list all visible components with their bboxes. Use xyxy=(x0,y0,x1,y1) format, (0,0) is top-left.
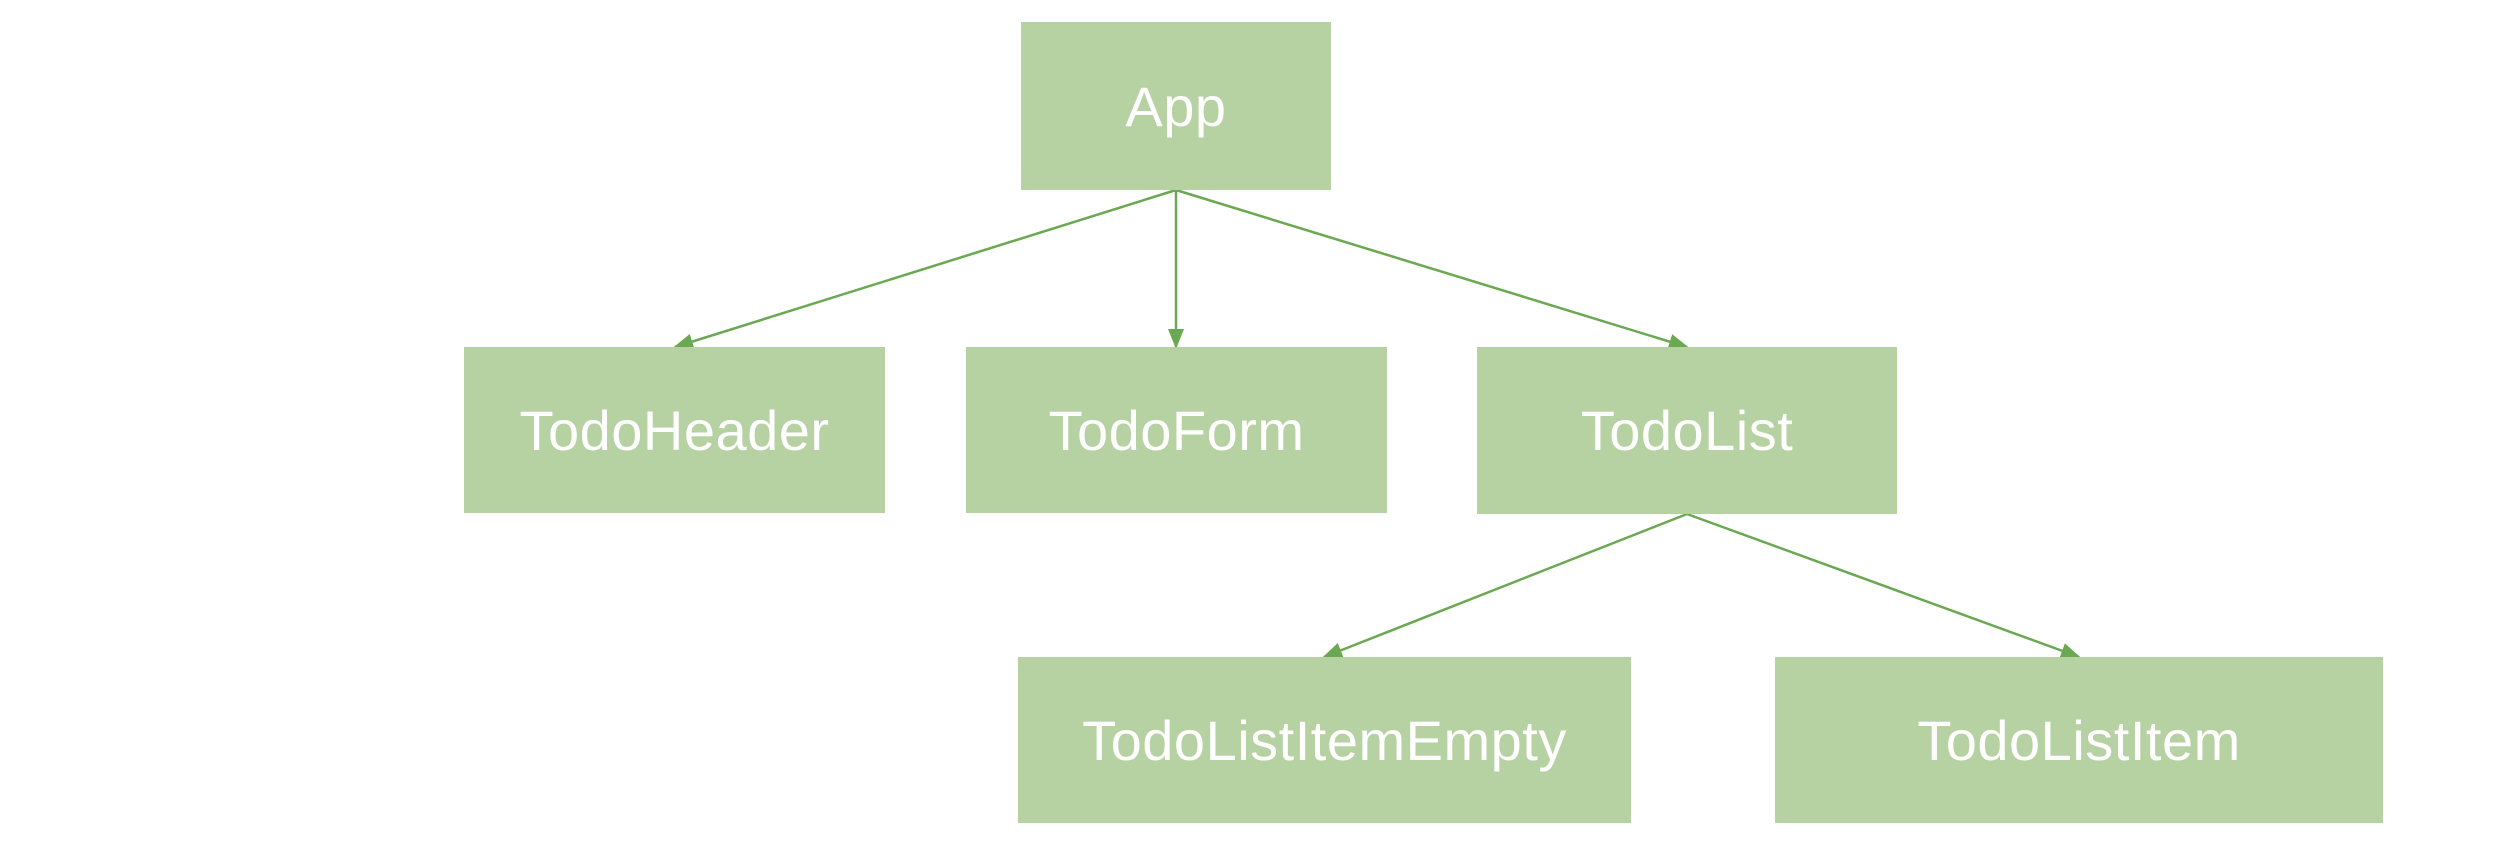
node-todolistitem-label: TodoListItem xyxy=(1917,708,2241,772)
node-todolist: TodoList xyxy=(1477,347,1897,514)
node-todoform: TodoForm xyxy=(966,347,1387,513)
edge-todolist-to-todolistitem xyxy=(1686,512,2081,659)
node-todolist-label: TodoList xyxy=(1580,399,1794,462)
node-todolistitemempty: TodoListItemEmpty xyxy=(1018,657,1631,823)
edge-todolist-to-todolistitemempty xyxy=(1322,512,1688,659)
node-todoheader: TodoHeader xyxy=(464,347,885,513)
node-app: App xyxy=(1021,22,1331,190)
node-todoheader-label: TodoHeader xyxy=(519,398,830,462)
node-app-label: App xyxy=(1125,74,1227,138)
node-todolistitemempty-label: TodoListItemEmpty xyxy=(1082,708,1567,772)
edge-app-to-todoheader xyxy=(673,188,1177,350)
node-todolistitem: TodoListItem xyxy=(1775,657,2383,823)
edge-app-to-todolist xyxy=(1175,188,1689,350)
node-todoform-label: TodoForm xyxy=(1048,398,1305,462)
